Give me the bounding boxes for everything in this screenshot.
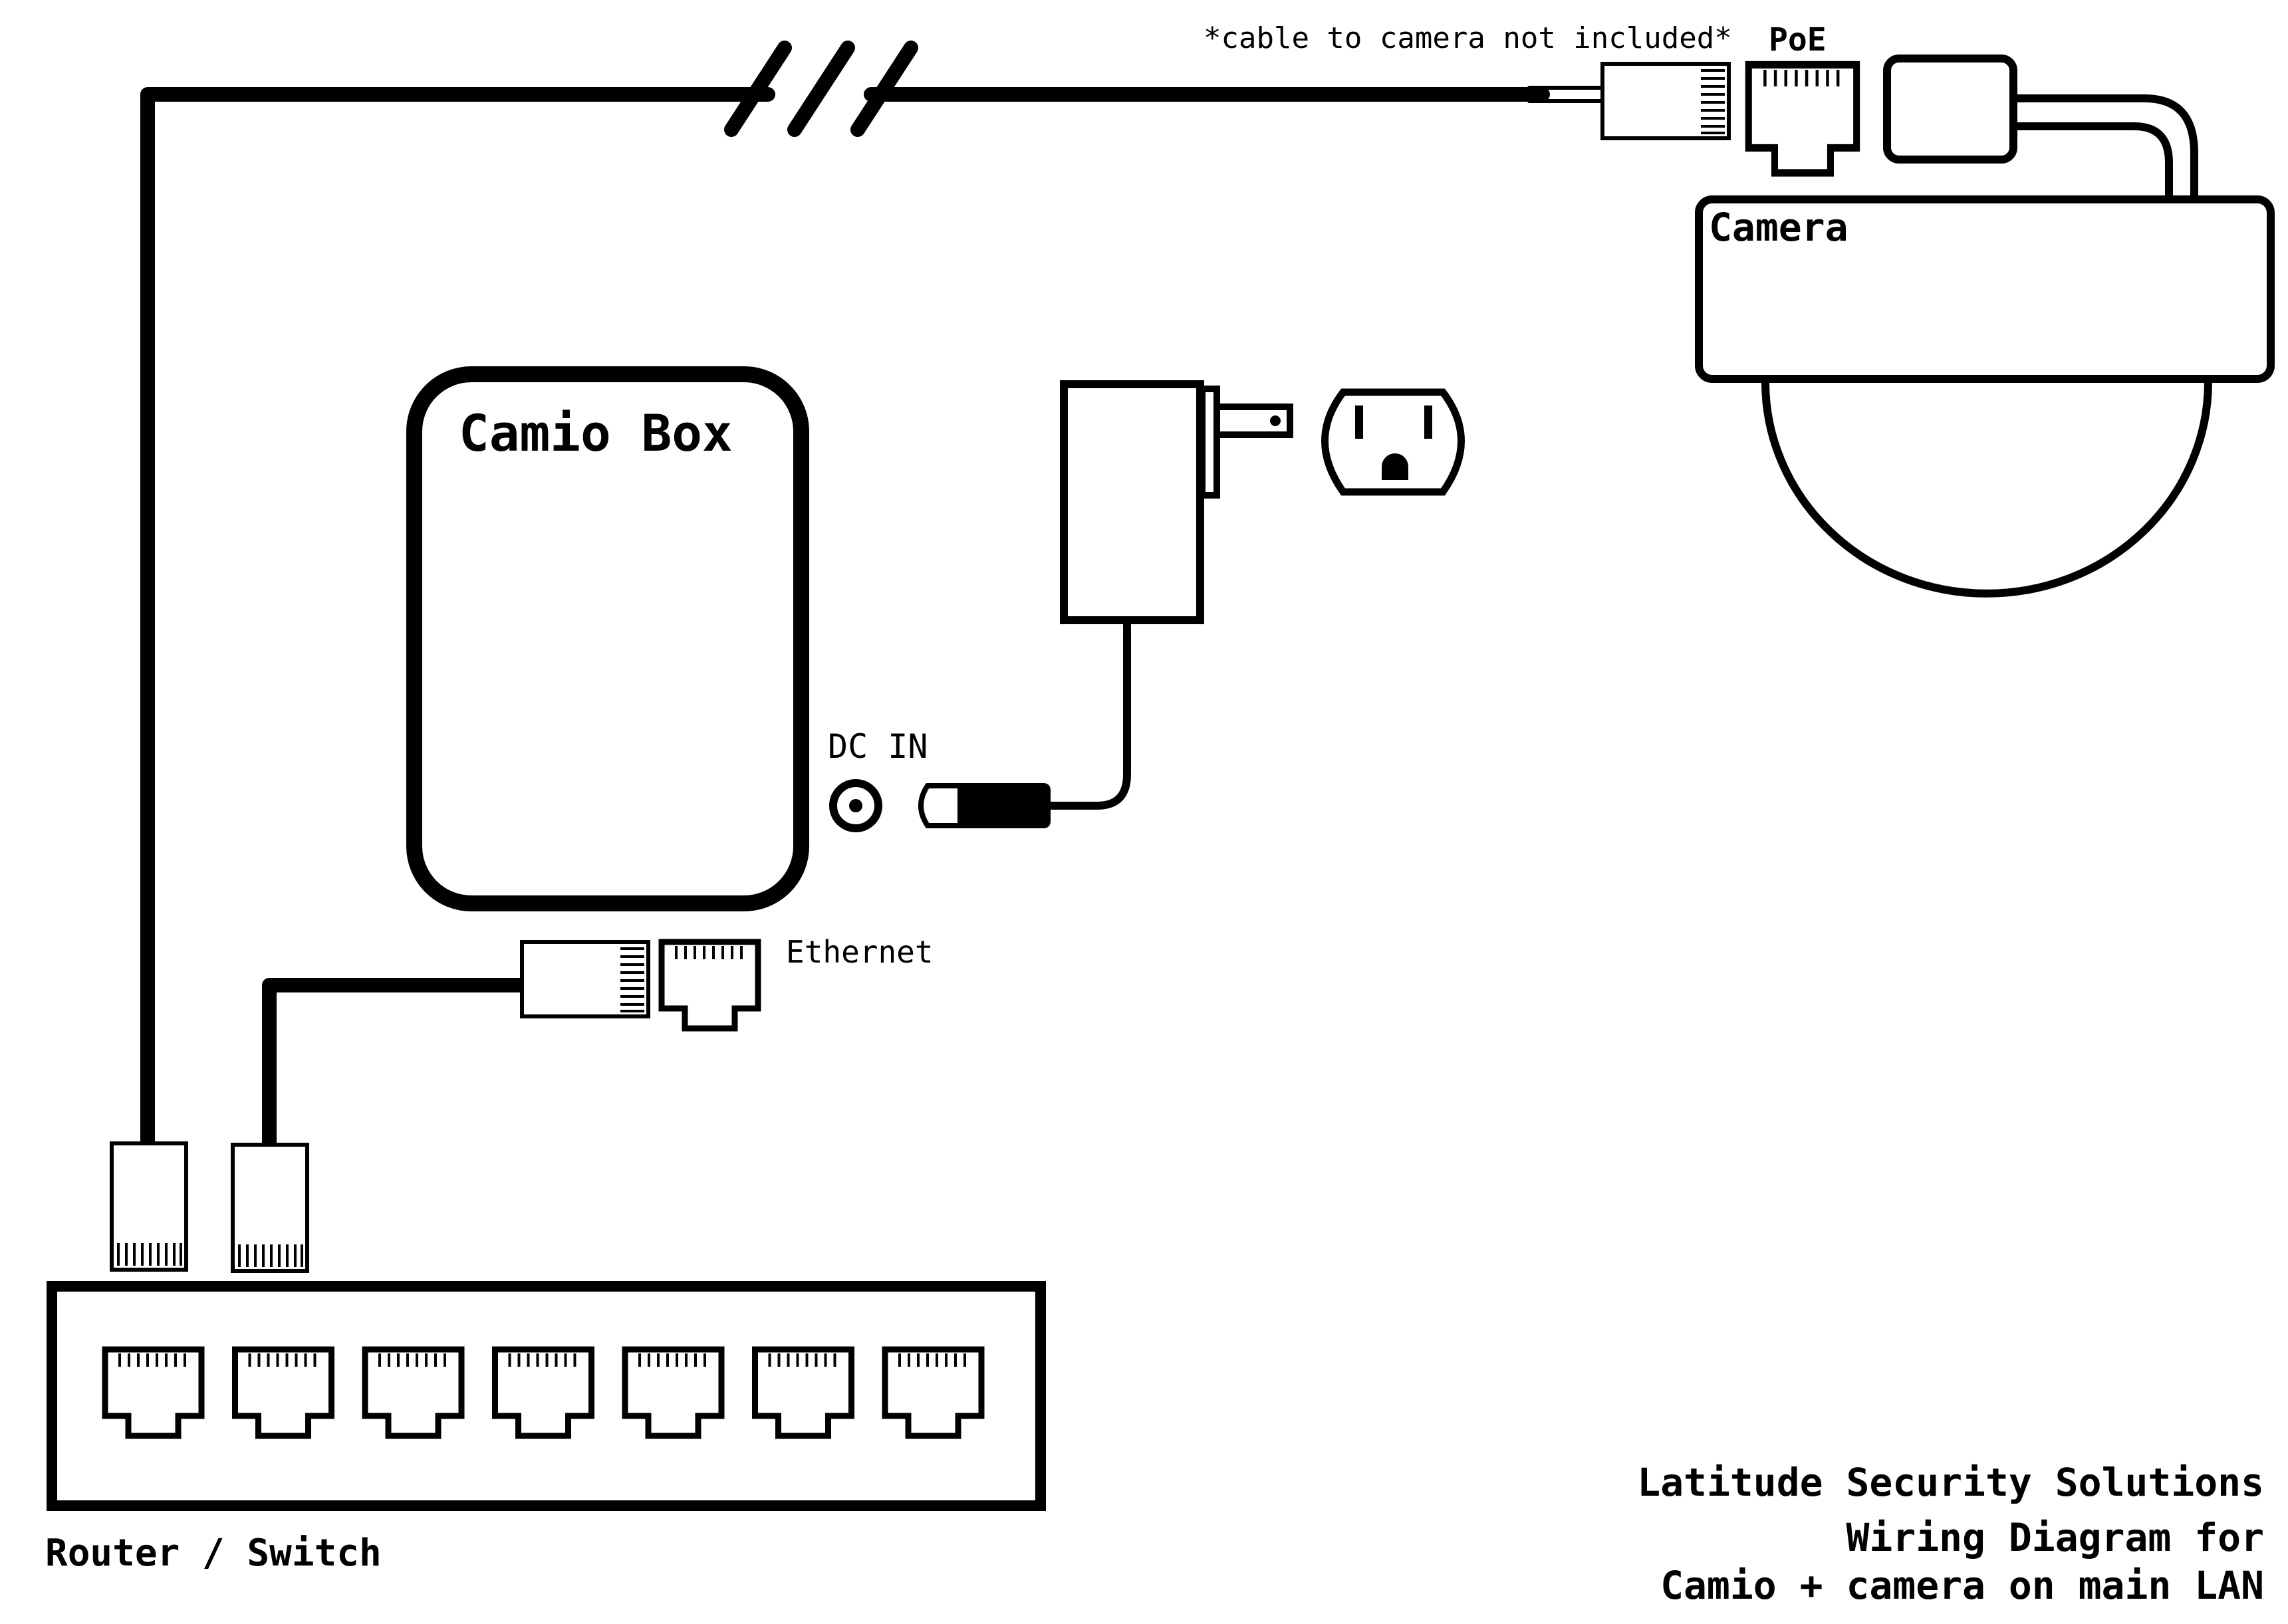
camio-box xyxy=(406,366,809,911)
router-plug-camio xyxy=(233,1145,307,1271)
poe-jack xyxy=(1749,65,1856,174)
camio-ethernet-cable xyxy=(262,978,529,1152)
cable-note: *cable to camera not included* xyxy=(1204,21,1732,55)
camera-body xyxy=(1695,195,2275,383)
ethernet-label: Ethernet xyxy=(786,934,934,970)
footer-line2: Wiring Diagram for xyxy=(1846,1515,2264,1560)
poe-injector xyxy=(1883,55,2017,164)
dc-plug xyxy=(918,783,963,828)
dc-in-label: DC IN xyxy=(828,727,928,766)
camio-box-label: Camio Box xyxy=(459,404,733,463)
camera-cable-plug xyxy=(1602,64,1729,138)
router-switch-label: Router / Switch xyxy=(45,1532,382,1575)
camio-ethernet-plug xyxy=(522,942,648,1016)
footer-line3: Camio + camera on main LAN xyxy=(1660,1563,2264,1608)
camera-dome xyxy=(1761,382,2212,598)
camera-ethernet-cable xyxy=(140,87,775,1151)
poe-label: PoE xyxy=(1769,21,1827,58)
footer-company: Latitude Security Solutions xyxy=(1637,1460,2264,1505)
camera-label: Camera xyxy=(1709,205,1848,250)
router-plug-camera xyxy=(112,1143,186,1270)
power-adapter xyxy=(1060,380,1204,624)
camio-ethernet-jack xyxy=(662,942,758,1028)
